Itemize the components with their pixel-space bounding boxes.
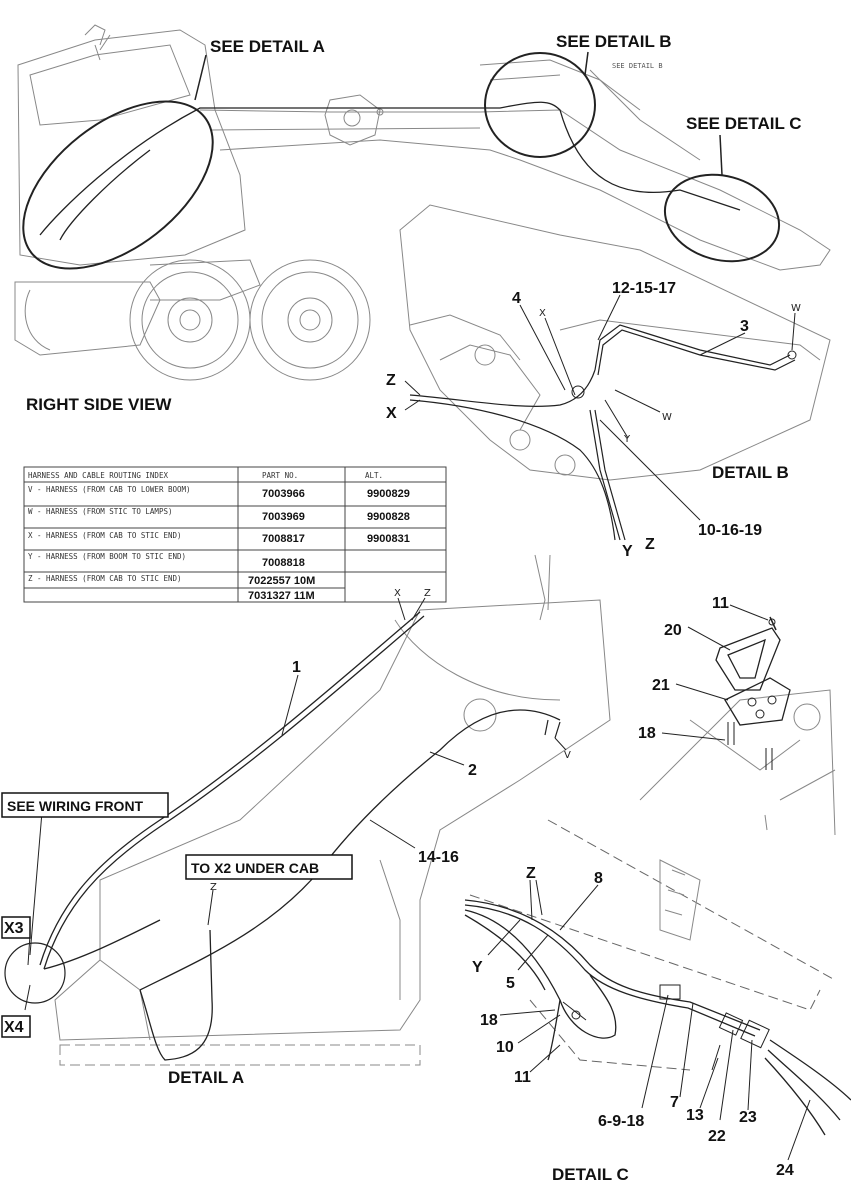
detail-c: Z 8 Y 5 18 10 11 6-9-18 7 13 22 23 24 DE… — [464, 819, 851, 1184]
table-header-title: HARNESS AND CABLE ROUTING INDEX — [28, 471, 168, 480]
detail-c-callout-18: 18 — [480, 1012, 498, 1029]
table-header-alt: ALT. — [365, 471, 383, 480]
see-detail-a-label: SEE DETAIL A — [210, 37, 325, 56]
detail-c-callout-5: 5 — [506, 975, 515, 992]
right-side-view: SEE DETAIL A SEE DETAIL B SEE DETAIL B S… — [14, 24, 831, 414]
detail-c-callout-24: 24 — [776, 1162, 794, 1179]
detail-c-callout-10: 10 — [496, 1039, 514, 1056]
table-row-desc: X - HARNESS (FROM CAB TO STIC END) — [28, 531, 182, 540]
detail-a-callout-2: 2 — [468, 762, 477, 779]
to-x2-label: TO X2 UNDER CAB — [191, 860, 319, 876]
detail-b-callout-y: Y — [622, 543, 633, 560]
x4-box — [1, 1015, 31, 1038]
table-row-part: 7003966 — [262, 488, 305, 500]
table-row-desc: Y - HARNESS (FROM BOOM TO STIC END) — [28, 552, 186, 561]
see-detail-b-small-label: SEE DETAIL B — [612, 62, 663, 70]
lamp-callout-18: 18 — [638, 725, 656, 742]
detail-c-title: DETAIL C — [552, 1165, 629, 1184]
detail-c-callout-11: 11 — [514, 1069, 531, 1086]
table-row-part: 7008817 — [262, 533, 305, 545]
table-row-alt: 9900829 — [367, 488, 410, 500]
table-row-part: 7031327 11M — [248, 590, 315, 602]
detail-b-callout-w: W — [662, 412, 672, 423]
detail-b-callout-3: 3 — [740, 318, 749, 335]
see-wiring-front-label: SEE WIRING FRONT — [7, 798, 144, 814]
detail-a-callout-14-16: 14-16 — [418, 849, 459, 866]
detail-a-callout-1: 1 — [292, 659, 301, 676]
detail-a-callout-x: X — [394, 588, 401, 599]
detail-b-callout-4: 4 — [512, 290, 521, 307]
x4-label: X4 — [4, 1019, 24, 1036]
see-detail-c-label: SEE DETAIL C — [686, 114, 802, 133]
lamp-callout-11: 11 — [712, 595, 729, 612]
lamp-callout-20: 20 — [664, 622, 682, 639]
x3-box — [1, 916, 31, 939]
detail-b-callout-z: Z — [386, 372, 396, 389]
table-row-part: 7008818 — [262, 557, 305, 569]
table-row-desc: W - HARNESS (FROM STIC TO LAMPS) — [28, 507, 173, 516]
detail-c-callout-8: 8 — [594, 870, 603, 887]
routing-index-table: HARNESS AND CABLE ROUTING INDEX PART NO.… — [23, 466, 447, 603]
detail-b-title: DETAIL B — [712, 463, 789, 482]
table-row-part: 7022557 10M — [248, 575, 315, 587]
detail-b-callout-x-small: X — [539, 308, 546, 319]
detail-b-callout-12-15-17: 12-15-17 — [612, 280, 676, 297]
detail-c-callout-22: 22 — [708, 1128, 726, 1145]
see-detail-b-label: SEE DETAIL B — [556, 32, 672, 51]
detail-c-callout-23: 23 — [739, 1109, 757, 1126]
detail-a-callout-v: V — [564, 750, 571, 761]
detail-c-callout-6-9-18: 6-9-18 — [598, 1113, 644, 1130]
to-x2-box — [185, 854, 353, 880]
detail-b-callout-x: X — [386, 405, 397, 422]
detail-c-callout-y: Y — [472, 959, 483, 976]
table-header-part: PART NO. — [262, 471, 298, 480]
lamp-bracket-detail: 11 20 21 18 — [638, 595, 836, 836]
table-row-part: 7003969 — [262, 511, 305, 523]
detail-b-callout-z-bottom: Z — [645, 536, 655, 553]
detail-b: 12-15-17 4 X 3 W Z X W Y DETAIL B 10-16-… — [386, 204, 831, 560]
detail-a-callout-z-small: Z — [210, 882, 217, 893]
detail-c-callout-7: 7 — [670, 1094, 679, 1111]
table-row-desc: Z - HARNESS (FROM CAB TO STIC END) — [28, 574, 182, 583]
x3-label: X3 — [4, 920, 24, 937]
detail-a: X Z 1 2 V 14-16 SEE WIRING FRONT TO X2 U… — [1, 554, 611, 1087]
detail-a-callout-z: Z — [424, 588, 431, 599]
detail-c-callout-z: Z — [526, 865, 536, 882]
detail-a-title: DETAIL A — [168, 1068, 244, 1087]
right-side-view-title: RIGHT SIDE VIEW — [26, 395, 172, 414]
table-row-desc: V - HARNESS (FROM CAB TO LOWER BOOM) — [28, 485, 191, 494]
detail-b-callout-10-16-19: 10-16-19 — [698, 522, 762, 539]
table-row-alt: 9900828 — [367, 511, 410, 523]
table-row-alt: 9900831 — [367, 533, 410, 545]
detail-b-callout-w-top: W — [791, 303, 801, 314]
detail-c-callout-13: 13 — [686, 1107, 704, 1124]
lamp-callout-21: 21 — [652, 677, 670, 694]
detail-b-callout-y-small: Y — [623, 434, 631, 445]
see-wiring-front-box — [1, 792, 169, 818]
